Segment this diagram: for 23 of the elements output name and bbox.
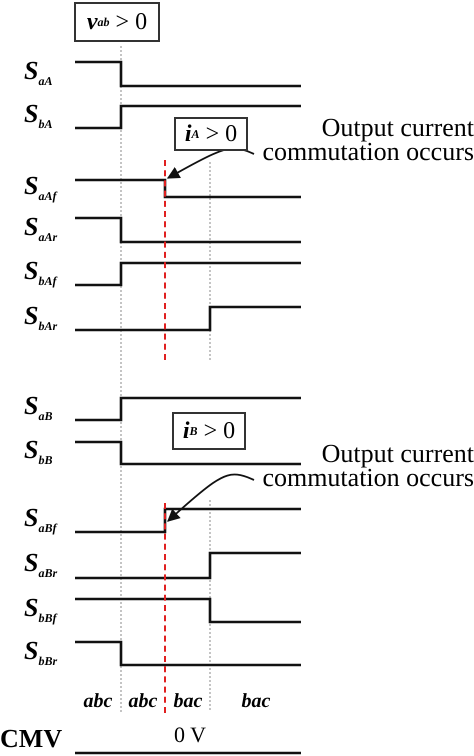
commutation-marker-line	[164, 503, 166, 713]
commutation-marker-line	[164, 160, 166, 360]
annotation-text: Output current commutation occurs	[256, 442, 474, 492]
voltage-value: 0 V	[174, 722, 206, 748]
signal-name: S$_{aAr}$	[24, 212, 58, 246]
signal-name: CMV	[0, 724, 62, 754]
signal-name: S$_{bAr}$	[24, 300, 58, 334]
signal-name: S$_{aAf}$	[24, 170, 56, 204]
switching-state-label: abc	[84, 690, 112, 713]
signal-name: S$_{bB}$	[24, 435, 52, 468]
switching-state-label: abc	[128, 690, 158, 713]
signal-name: S$_{bAf}$	[24, 256, 56, 290]
pointer-arrow	[167, 474, 254, 522]
switching-state-label: bac	[174, 690, 202, 713]
signal-name: S$_{bBf}$	[24, 592, 56, 626]
signal-name: S$_{aA}$	[24, 56, 52, 90]
signal-name: S$_{aBf}$	[24, 502, 56, 536]
switching-state-label: bac	[242, 690, 270, 713]
signal-name: S$_{bA}$	[24, 99, 52, 132]
signal-name: S$_{aBr}$	[24, 548, 58, 581]
annotation-text: Output current commutation occurs	[256, 116, 474, 166]
signal-name: S$_{bBr}$	[24, 636, 58, 669]
signal-name: S$_{aB}$	[24, 391, 52, 424]
